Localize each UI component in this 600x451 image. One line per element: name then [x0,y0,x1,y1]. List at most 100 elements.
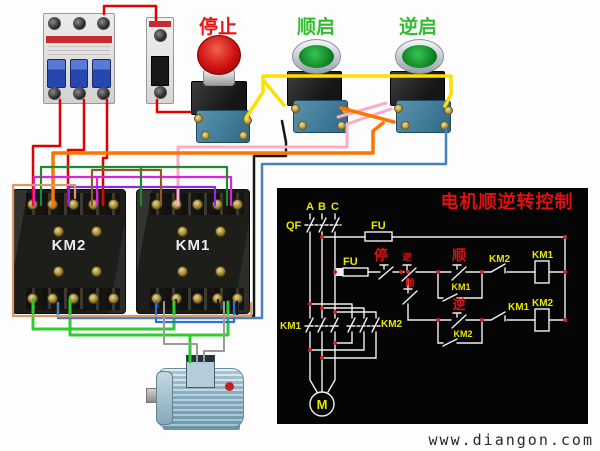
km1-interlock-label: KM1 [508,302,530,313]
terminal-screw-icon [47,199,59,210]
km1-coil-label: KM1 [532,250,554,261]
reverse-button-cap[interactable] [402,45,437,68]
terminal-screw-icon [171,199,183,210]
terminal-screw-icon [67,199,79,210]
motor-end-cap [156,371,173,425]
contactor-km1-label: KM1 [175,237,211,254]
km2-interlock-label: KM2 [489,254,511,265]
terminal-screw-icon [191,199,203,210]
breaker-toggle[interactable] [92,59,112,88]
km2-coil-label: KM2 [532,298,554,309]
terminal-screw-icon [108,293,119,304]
phase-c-label: C [331,201,339,213]
reverse-start-label: 逆启 [398,17,437,38]
terminal-screw-icon [67,293,79,304]
terminal-screw-icon [151,199,162,210]
forward-button-base [291,100,350,133]
schematic-panel: 电机顺逆转控制 A B C QF FU FU KM2 KM1 KM1 KM2 K… [277,188,588,424]
terminal-screw-icon [87,199,99,210]
breaker-brand-band [46,36,112,43]
forward-button-ring [292,39,341,74]
coil-screw-icon [215,266,227,277]
forward-contact-label: 顺 [452,247,466,263]
terminal-screw-icon [211,199,223,210]
fuse-end-cap [336,268,343,276]
reverse-contact-label: 逆 [452,297,465,312]
terminal-screw-icon [27,199,38,210]
terminal-screw-icon [211,293,223,304]
phase-b-label: B [318,201,326,213]
terminal-screw-icon [201,131,210,140]
breaker-toggle[interactable] [47,59,66,88]
fu-main-label: FU [371,220,386,232]
wire-yellow [261,78,286,107]
km2-main-label: KM2 [381,319,403,330]
coil-screw-icon [215,226,227,237]
motor-terminal-box [186,355,215,388]
coil-screw-icon [177,266,189,277]
breaker1-brand-band [149,21,171,27]
forward-start-label: 顺启 [296,17,335,38]
terminal-screw-icon [232,199,243,210]
stop-button-cap[interactable] [197,35,241,75]
contactor-km1: KM1 [136,189,250,314]
contactor-km2-label: KM2 [51,237,87,254]
terminal-screw-icon [87,293,99,304]
terminal-screw-icon [401,121,410,130]
watermark: www.diangon.com [428,431,594,449]
km1-selfhold-label: KM1 [451,282,470,292]
fu-control-label: FU [343,256,358,268]
breaker-toggles [47,59,112,88]
terminal-screw-icon [47,293,59,304]
stop-button-label: 停止 [198,17,237,38]
breaker-bottom-screws [48,87,110,100]
fwd-interlock-label: 顺 [405,278,414,288]
terminal-screw-icon [291,104,300,113]
terminal-screw-icon [232,293,243,304]
km2-selfhold-label: KM2 [453,329,472,339]
schematic-title: 电机顺逆转控制 [441,191,574,212]
circuit-breaker-3pole [43,13,115,104]
terminal-screw-icon [444,106,453,115]
terminal-screw-icon [151,293,162,304]
coil-screw-icon [53,226,65,237]
motor-m-label: M [317,397,328,412]
terminal-screw-icon [239,131,248,140]
breaker-top-screws [48,17,110,30]
breaker-rating-text [48,46,110,56]
screw-icon [97,87,110,100]
terminal-screw-icon [243,116,252,125]
qf-label: QF [286,220,302,232]
breaker-toggle[interactable] [69,59,89,88]
terminal-screw-icon [298,121,307,130]
circuit-breaker-1pole [146,17,174,104]
screw-icon [72,17,86,30]
reverse-button-base [394,100,453,133]
terminal-screw-icon [27,293,38,304]
screw-icon [154,29,167,42]
screw-icon [48,17,61,30]
reverse-button-ring [395,39,444,74]
contactor-km2: KM2 [12,189,126,314]
terminal-screw-icon [337,121,346,130]
stop-contact-label: 停 [374,247,388,263]
coil-screw-icon [177,226,189,237]
screw-icon [154,86,167,99]
terminal-screw-icon [341,106,350,115]
km1-main-label: KM1 [280,321,302,332]
screw-icon [48,87,61,100]
terminal-screw-icon [440,121,449,130]
rev-interlock-label: 逆 [402,251,411,262]
coil-screw-icon [53,266,65,277]
stop-button-base [194,110,252,143]
breaker1-toggle[interactable] [151,56,169,86]
terminal-screw-icon [108,199,119,210]
coil-screw-icon [91,266,103,277]
forward-button-cap[interactable] [299,45,334,68]
motor-badge-icon [225,382,234,391]
screw-icon [97,17,110,30]
terminal-screw-icon [171,293,183,304]
coil-screw-icon [91,226,103,237]
phase-a-label: A [306,201,314,213]
